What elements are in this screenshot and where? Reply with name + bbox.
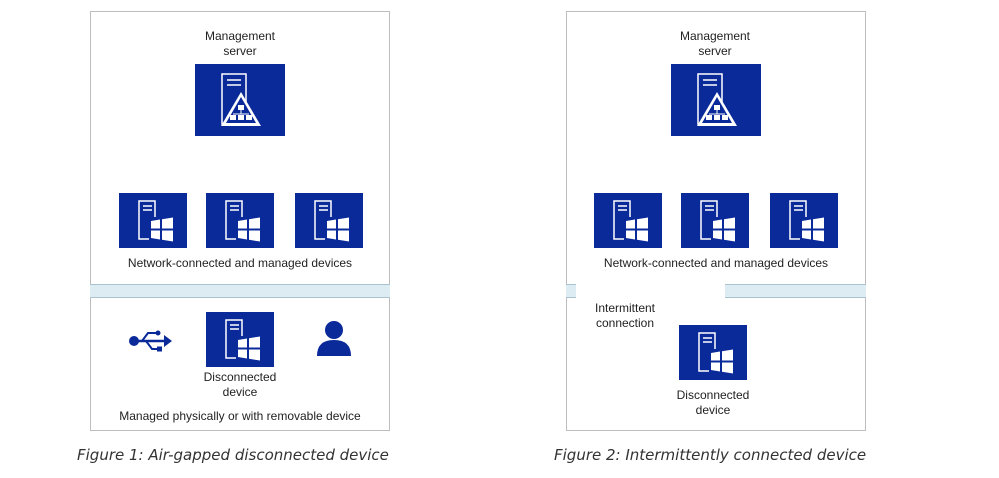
fig2-intermittent-label: Intermittent connection <box>594 301 656 330</box>
fig2-disconnected-label: Disconnected device <box>676 388 750 417</box>
fig2-managed-device-1 <box>594 193 662 248</box>
fig1-managed-physically-label: Managed physically or with removable dev… <box>119 409 361 423</box>
fig1-disconnected-label: Disconnected device <box>203 370 277 399</box>
fig2-managed-device-3 <box>770 193 838 248</box>
fig2-managed-device-2 <box>681 193 749 248</box>
fig2-management-server-label: Management server <box>679 29 751 58</box>
windows-device-icon <box>138 200 173 242</box>
fig2-disconnected-device <box>679 325 747 380</box>
fig1-management-server <box>195 64 285 136</box>
fig2-managed-devices-label: Network-connected and managed devices <box>603 256 829 270</box>
windows-device-icon <box>225 200 260 242</box>
fig1-managed-devices-label: Network-connected and managed devices <box>127 256 353 270</box>
windows-device-icon <box>700 200 735 242</box>
windows-device-icon <box>789 200 824 242</box>
fig1-management-server-label: Management server <box>204 29 276 58</box>
server-network-icon <box>697 73 737 126</box>
fig1-managed-device-3 <box>295 193 363 248</box>
figure2-network-boundary-right <box>725 284 866 298</box>
figure1-caption: Figure 1: Air-gapped disconnected device <box>77 446 389 464</box>
fig1-disconnected-device <box>206 312 274 367</box>
windows-device-icon <box>314 200 349 242</box>
figure1-network-boundary <box>90 284 390 298</box>
windows-device-icon <box>698 332 733 374</box>
fig1-managed-device-1 <box>119 193 187 248</box>
windows-device-icon <box>613 200 648 242</box>
fig2-management-server <box>671 64 761 136</box>
figure2-caption: Figure 2: Intermittently connected devic… <box>554 446 867 464</box>
figure2-network-boundary-left <box>566 284 576 298</box>
windows-device-icon <box>225 319 260 361</box>
server-network-icon <box>221 73 261 126</box>
fig1-managed-device-2 <box>206 193 274 248</box>
